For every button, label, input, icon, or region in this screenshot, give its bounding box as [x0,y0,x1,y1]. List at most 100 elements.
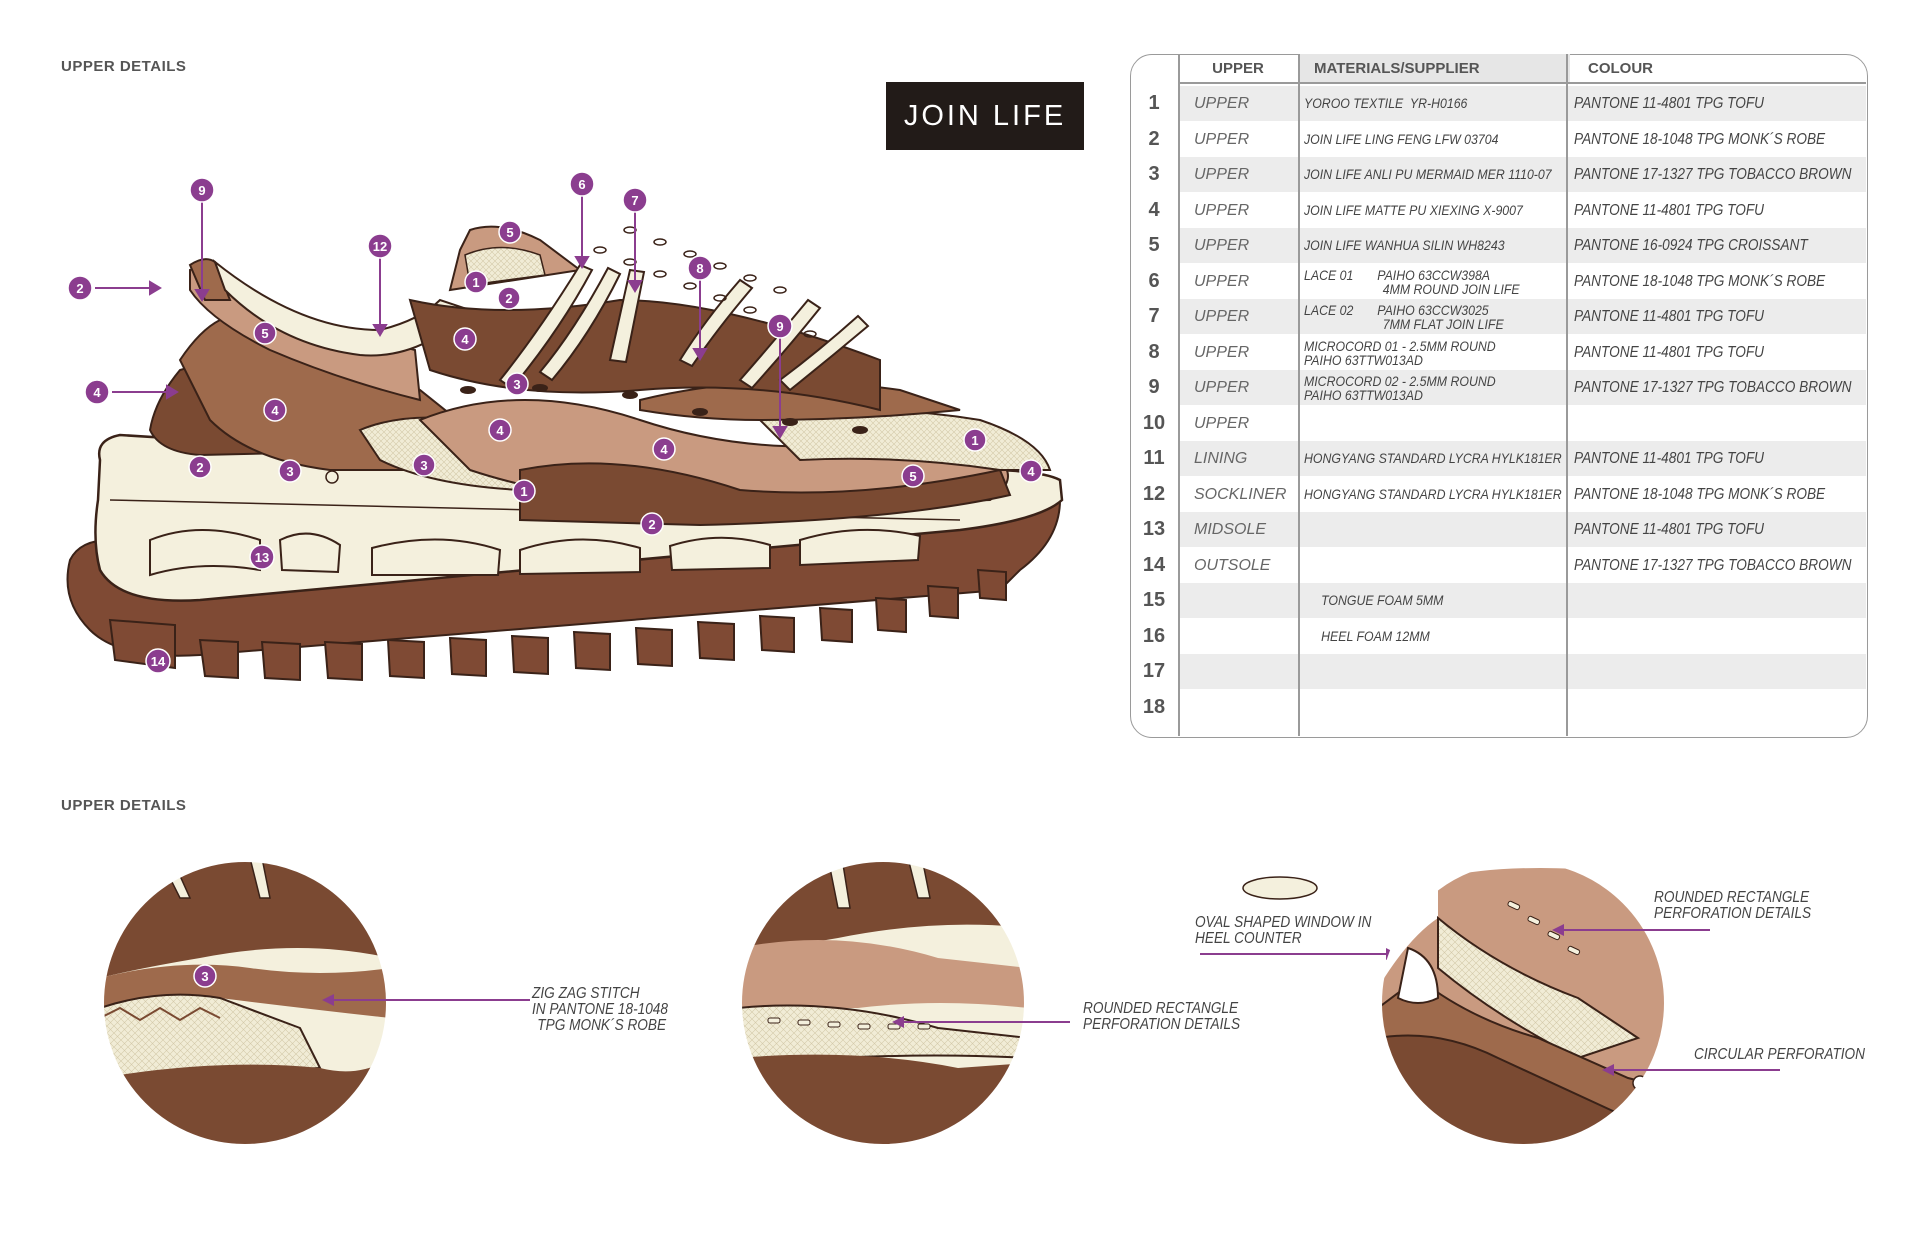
row-material-line1: HONGYANG STANDARD LYCRA HYLK181ER [1304,485,1562,502]
marker-1-top [464,270,488,294]
row-number: 10 [1142,411,1166,434]
table-row: 11 LINING HONGYANG STANDARD LYCRA HYLK181E… [1130,441,1868,476]
svg-text:9: 9 [776,319,783,334]
row-colour: PANTONE 18-1048 TPG MONK´S ROBE [1574,130,1826,148]
row-material-line1: JOIN LIFE MATTE PU XIEXING X-9007 [1304,201,1523,218]
marker-14 [145,648,171,674]
row-part: LINING [1194,450,1248,467]
svg-text:4: 4 [93,385,101,400]
row-material: HEEL FOAM 12MM [1304,619,1524,654]
row-material-line1: MICROCORD 02 - 2.5MM ROUND [1304,373,1496,389]
row-number: 1 [1148,92,1160,114]
row-number: 12 [1142,482,1166,505]
marker-5-top [498,220,522,244]
rounded-rect-heel-label: ROUNDED RECTANGLE PERFORATION DETAILS [1654,889,1812,922]
shoe-side-view-diagram [66,196,1064,682]
marker-7 [622,187,648,213]
circular-perforation-arrow [1602,1064,1780,1076]
oval-window-arrow [1200,948,1398,960]
row-material-line1: LACE 02 PAIHO 63CCW3025 [1304,302,1489,318]
row-background [1178,441,1866,476]
svg-text:4: 4 [461,332,469,347]
row-material: JOIN LIFE ANLI PU MERMAID MER 1110-07 [1304,157,1552,192]
marker-4-toe [1019,459,1043,483]
marker-4-heel [263,398,287,422]
marker-3-heel [278,459,302,483]
row-background [1178,690,1866,725]
svg-text:5: 5 [261,326,268,341]
row-material-line2: PAIHO 63TTW013AD [1304,351,1423,368]
row-background [1178,406,1866,441]
row-background [1178,370,1866,405]
zoom-detail-perforation [740,860,1026,1146]
row-colour: PANTONE 11-4801 TPG TOFU [1574,450,1765,467]
table-divider [1178,54,1180,736]
row-material: TONGUE FOAM 5MM [1304,583,1524,618]
circular-perforation-label: CIRCULAR PERFORATION [1694,1046,1866,1063]
row-number: 2 [1148,127,1160,150]
row-number: 13 [1142,518,1166,540]
table-divider [1298,54,1300,736]
row-colour: PANTONE 18-1048 TPG MONK´S ROBE [1574,485,1826,503]
row-part: UPPER [1194,201,1250,219]
svg-text:5: 5 [909,469,916,484]
svg-text:7: 7 [631,193,638,208]
svg-text:14: 14 [151,654,166,669]
row-material-line2: 4MM ROUND JOIN LIFE [1304,280,1520,297]
table-row: 17 [1130,654,1868,689]
row-background [1178,654,1866,689]
svg-text:2: 2 [196,460,203,475]
svg-text:6: 6 [578,177,585,192]
svg-text:3: 3 [201,969,208,984]
join-life-logo: JOIN LIFE [886,82,1084,150]
marker-4-left [84,379,110,405]
svg-text:1: 1 [520,484,527,499]
row-part: UPPER [1194,343,1250,361]
marker-4-panel [652,437,676,461]
row-part: UPPER [1194,166,1250,183]
table-row: 16 HEEL FOAM 12MM [1130,619,1868,654]
row-background [1178,512,1866,547]
row-part: UPPER [1194,308,1250,325]
row-background [1178,299,1866,334]
row-material-line1: TONGUE FOAM 5MM [1304,592,1444,608]
row-colour: PANTONE 11-4801 TPG TOFU [1574,343,1765,361]
marker-1-toe [963,428,987,452]
svg-text:3: 3 [286,464,293,479]
row-number: 15 [1142,589,1166,611]
row-material-line2: 7MM FLAT JOIN LIFE [1304,316,1504,332]
row-material-line1: MICROCORD 01 - 2.5MM ROUND [1304,337,1496,354]
upper-details-title-bottom: UPPER DETAILS [61,797,187,814]
row-part: MIDSOLE [1194,521,1267,538]
oval-window-icon [1242,876,1318,900]
svg-text:2: 2 [648,517,655,532]
row-colour: PANTONE 17-1327 TPG TOBACCO BROWN [1574,166,1852,183]
row-material-line1: HONGYANG STANDARD LYCRA HYLK181ER [1304,450,1562,466]
row-material-line1: JOIN LIFE WANHUA SILIN WH8243 [1304,237,1505,253]
row-part: UPPER [1194,414,1250,432]
row-material-line1: JOIN LIFE LING FENG LFW 03704 [1304,130,1499,147]
row-background [1178,86,1866,121]
rounded-rect-perforation-label: ROUNDED RECTANGLE PERFORATION DETAILS [1083,1000,1241,1033]
row-material-line2: PAIHO 63TTW013AD [1304,387,1423,403]
header-materials-bg [1300,54,1570,82]
row-number: 7 [1148,305,1160,327]
marker-2-left [67,275,93,301]
header-upper: UPPER [1212,59,1264,77]
row-material: HONGYANG STANDARD LYCRA HYLK181ER [1304,477,1562,512]
svg-text:4: 4 [1027,464,1035,479]
marker-4-mid [488,418,512,442]
marker-2-panel [640,512,664,536]
row-material: JOIN LIFE LING FENG LFW 03704 [1304,122,1524,157]
row-material: LACE 02 PAIHO 63CCW3025 7MM FLAT JOIN LI… [1304,303,1524,331]
header-colour: COLOUR [1588,59,1653,77]
row-part: UPPER [1194,379,1250,396]
svg-text:5: 5 [506,225,513,240]
row-number: 4 [1148,198,1160,221]
svg-text:9: 9 [198,183,205,198]
row-part: SOCKLINER [1194,485,1287,503]
marker-5-side [253,321,277,345]
row-number: 11 [1143,447,1165,469]
